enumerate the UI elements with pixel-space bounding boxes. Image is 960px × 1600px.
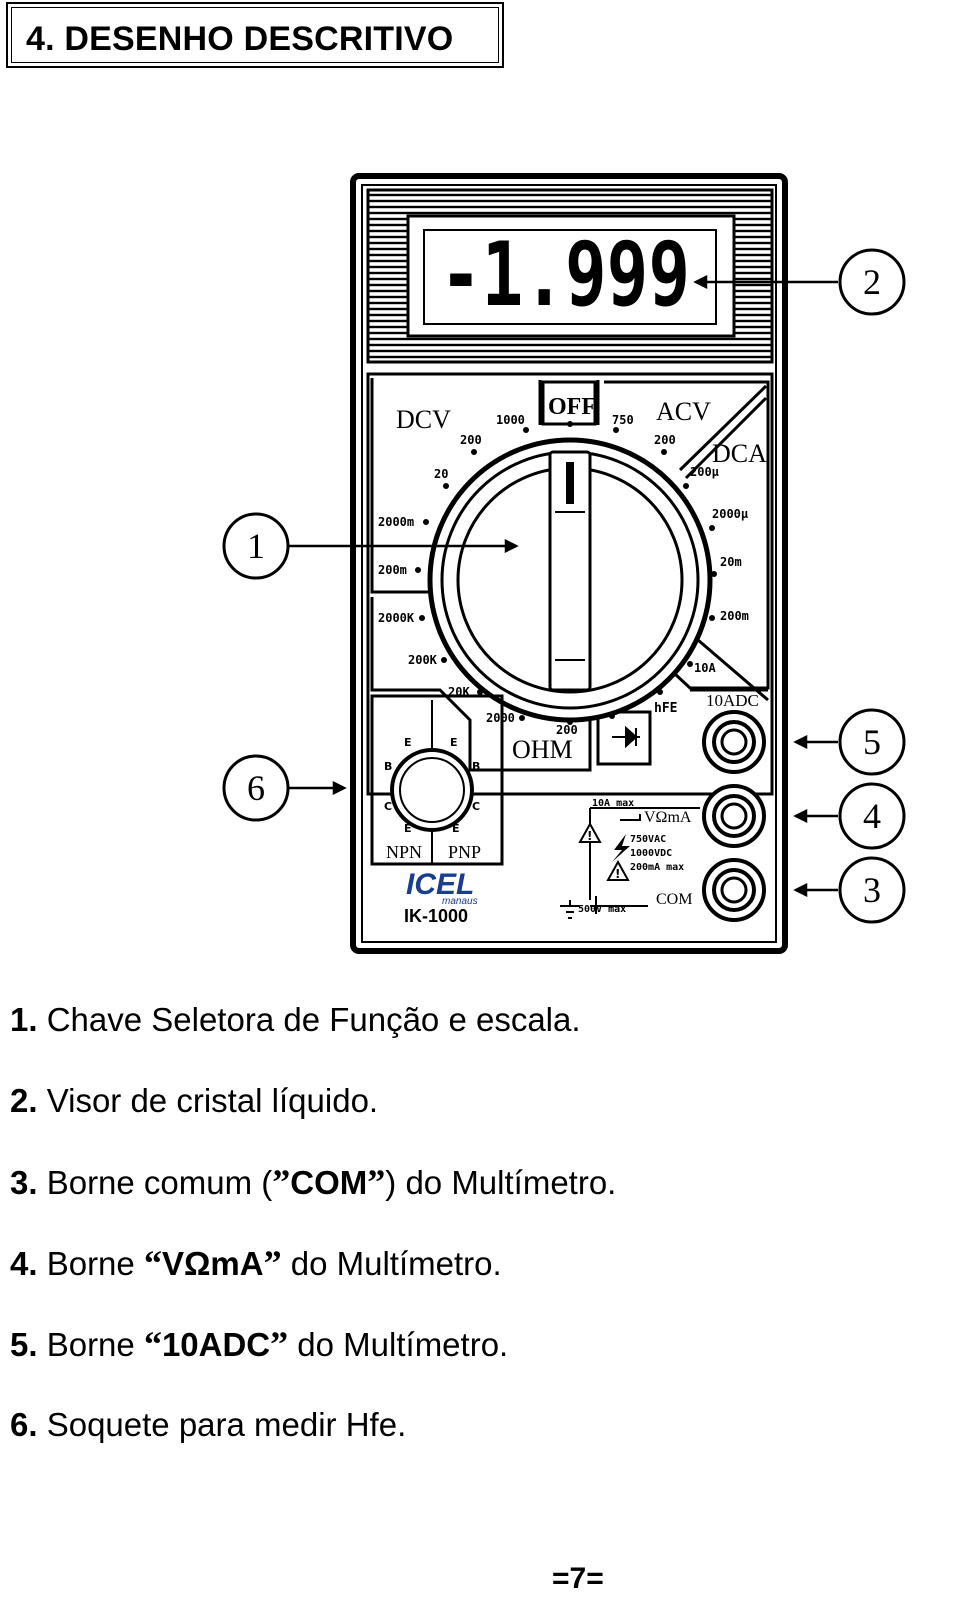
callout-3-label: 3 xyxy=(863,870,881,910)
off-label: OFF xyxy=(548,394,596,420)
legend-item: 4. Borne “VΩmA” do Multímetro. xyxy=(10,1243,502,1283)
legend-item: 6. Soquete para medir Hfe. xyxy=(10,1405,950,1486)
callout-6-label: 6 xyxy=(247,768,265,808)
brand-model: IK-1000 xyxy=(404,906,468,926)
callout-3 xyxy=(838,856,906,924)
legend-item: 2. Visor de cristal líquido. xyxy=(10,1081,950,1162)
legend-number: 2. xyxy=(10,1082,38,1119)
dcv-range-200m: 200m xyxy=(378,563,407,577)
off-box xyxy=(541,380,597,426)
callout-4-label: 4 xyxy=(863,796,881,836)
dial-panel xyxy=(366,372,774,796)
callout-6 xyxy=(222,754,290,822)
warning-icon xyxy=(578,821,602,843)
legend-text: Borne comum ( xyxy=(37,1164,273,1201)
dca-range-200u: 200µ xyxy=(690,465,719,479)
dca-range-10a: 10A xyxy=(694,661,716,675)
legend-list: 1. Chave Seletora de Função e escala. 2.… xyxy=(10,1000,950,1486)
dca-range-20m: 20m xyxy=(720,555,742,569)
callout-2-label: 2 xyxy=(863,262,881,302)
warning-icon xyxy=(606,859,630,881)
legend-text-tail: ) do Multímetro. xyxy=(385,1164,617,1201)
socket-pin-c1: C xyxy=(384,800,392,813)
terminal-vohma[interactable] xyxy=(702,784,766,848)
dcv-range-200: 200 xyxy=(460,433,482,447)
socket-pin-b1: B xyxy=(384,760,392,773)
callout-2 xyxy=(838,248,906,316)
legend-number: 5. xyxy=(10,1326,38,1363)
page-number: =7= xyxy=(552,1562,604,1595)
warn-200ma: 200mA max xyxy=(630,862,684,873)
warn-1000vdc: 1000VDC xyxy=(630,848,672,859)
terminal-vohma-label: VΩmA xyxy=(644,809,692,826)
legend-number: 6. xyxy=(10,1406,38,1443)
callout-5-label: 5 xyxy=(863,722,881,762)
socket-pin-e4: E xyxy=(452,822,460,835)
warn-10a: 10A max xyxy=(592,798,634,809)
legend-item: 1. Chave Seletora de Função e escala. xyxy=(10,1000,950,1081)
hfe-label: hFE xyxy=(654,701,677,716)
section-title-box: 4. DESENHO DESCRITIVO xyxy=(6,2,504,68)
legend-number: 3. xyxy=(10,1164,38,1201)
legend-item: 5. Borne “10ADC” do Multímetro. xyxy=(10,1324,509,1364)
socket-pin-e2: E xyxy=(404,822,412,835)
socket-pin-e3: E xyxy=(450,736,458,749)
legend-text: Soquete para medir Hfe. xyxy=(37,1406,407,1443)
section-title: 4. DESENHO DESCRITIVO xyxy=(26,20,454,58)
terminal-10adc-label: 10ADC xyxy=(706,691,759,710)
callout-4 xyxy=(838,782,906,850)
legend-text-tail: do Multímetro. xyxy=(281,1245,502,1282)
acv-range-750: 750 xyxy=(612,413,634,427)
legend-text: Borne xyxy=(37,1245,144,1282)
lcd-window xyxy=(423,229,717,325)
svg-text:!: ! xyxy=(615,867,620,881)
legend-text: Visor de cristal líquido. xyxy=(37,1082,379,1119)
lcd-reading: -1.999 xyxy=(440,223,690,326)
dca-range-200m: 200m xyxy=(720,609,749,623)
terminal-com-label: COM xyxy=(656,891,692,908)
brand-logo: ICEL xyxy=(406,868,474,901)
callout-1 xyxy=(222,512,290,580)
npn-label: NPN xyxy=(386,842,422,862)
socket-pin-e1: E xyxy=(404,736,412,749)
legend-text: Borne xyxy=(37,1326,144,1363)
dca-label: DCA xyxy=(712,439,767,468)
dcv-label: DCV xyxy=(396,405,451,434)
pnp-label: PNP xyxy=(448,842,481,862)
hfe-socket[interactable] xyxy=(390,748,474,832)
hfe-socket-panel xyxy=(370,694,504,866)
legend-number: 4. xyxy=(10,1245,38,1282)
warn-500v: 500V max xyxy=(578,904,626,915)
legend-number: 1. xyxy=(10,1001,38,1038)
terminal-com[interactable] xyxy=(702,858,766,922)
socket-pin-b2: B xyxy=(472,760,480,773)
terminal-10adc[interactable] xyxy=(702,710,766,774)
ohm-range-200k: 200K xyxy=(408,653,438,667)
dcv-range-1000: 1000 xyxy=(496,413,525,427)
legend-text: Chave Seletora de Função e escala. xyxy=(37,1001,581,1038)
dcv-range-20: 20 xyxy=(434,467,448,481)
ohm-label: OHM xyxy=(512,735,573,764)
acv-range-200: 200 xyxy=(654,433,676,447)
legend-bold-term: VΩmA xyxy=(161,1245,264,1282)
legend-text-tail: do Multímetro. xyxy=(288,1326,509,1363)
legend-bold-term: 10ADC xyxy=(161,1326,271,1363)
multimeter-diagram: -1.999 DCV ACV DCA OHM OFF 1000 200 20 2… xyxy=(222,173,906,954)
warn-750vac: 750VAC xyxy=(630,834,666,845)
ohm-range-2000: 2000 xyxy=(486,711,515,725)
ohm-range-200: 200 xyxy=(556,723,578,737)
socket-pin-c2: C xyxy=(472,800,480,813)
acv-label: ACV xyxy=(656,397,711,426)
high-voltage-icon xyxy=(612,834,630,862)
legend-item: 3. Borne comum (”COM”) do Multímetro. xyxy=(10,1162,617,1202)
ohm-range-2000k: 2000K xyxy=(378,611,415,625)
dcv-range-2000m: 2000m xyxy=(378,515,414,529)
callout-1-label: 1 xyxy=(247,526,265,566)
dca-range-2000u: 2000µ xyxy=(712,507,748,521)
meter-inner-border xyxy=(361,184,777,943)
brand-sub: manaus xyxy=(442,896,478,907)
svg-text:!: ! xyxy=(587,829,592,843)
callout-5 xyxy=(838,708,906,776)
legend-bold-term: COM xyxy=(290,1164,368,1201)
